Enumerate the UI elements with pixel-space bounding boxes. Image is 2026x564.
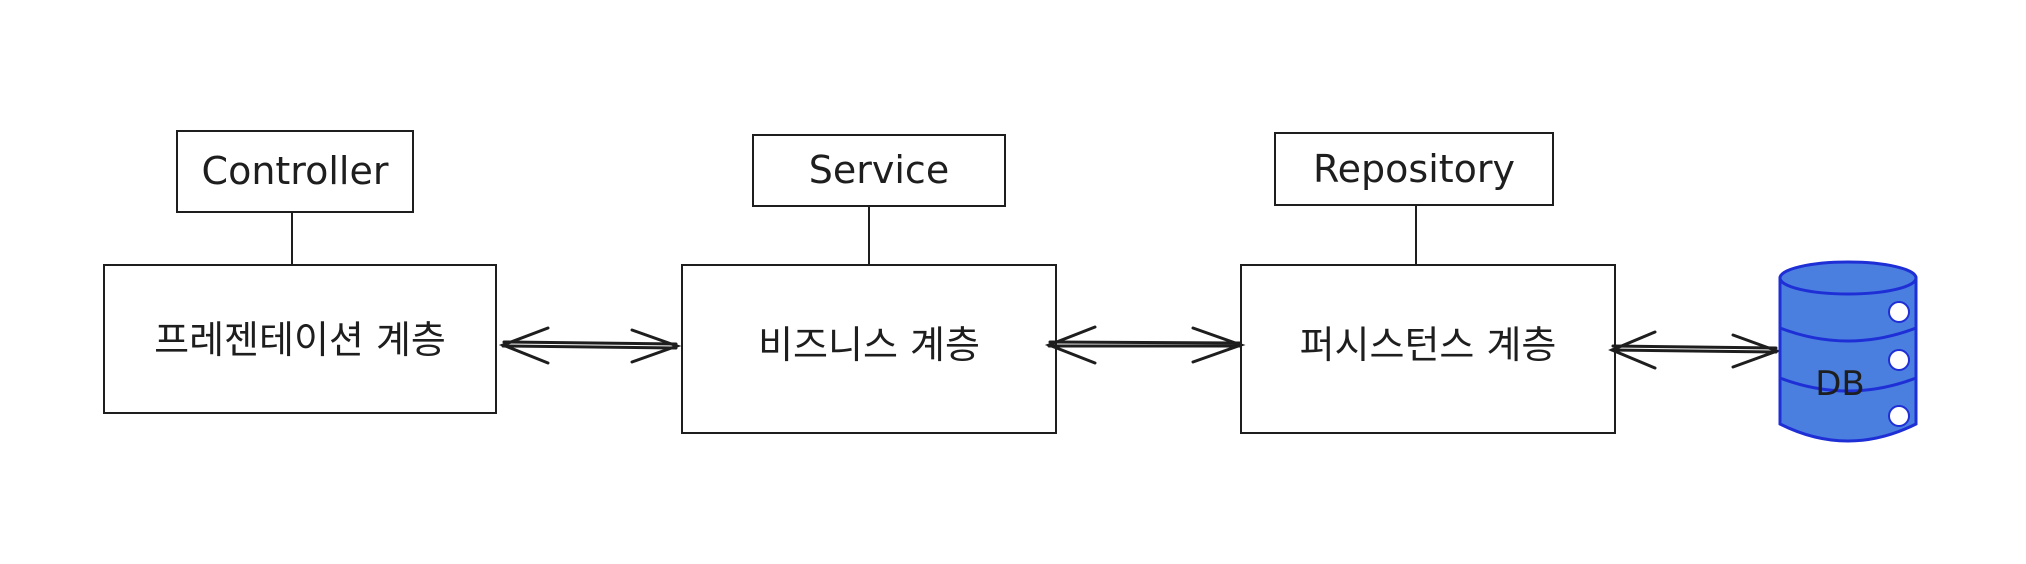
database-indicator-2 bbox=[1888, 349, 1910, 371]
business-layer-label: 비즈니스 계층 bbox=[758, 323, 980, 367]
persistence-layer-group: Repository 퍼시스턴스 계층 bbox=[1240, 132, 1616, 434]
controller-tag-label: Controller bbox=[202, 149, 389, 193]
repository-tag-box bbox=[1274, 132, 1554, 206]
presentation-layer-group: Controller 프레젠테이션 계층 bbox=[103, 130, 497, 414]
presentation-layer-box bbox=[103, 264, 497, 414]
repository-tag-label: Repository bbox=[1313, 147, 1515, 191]
database-cylinder: DB bbox=[1778, 260, 1918, 443]
database-band-1 bbox=[1779, 326, 1917, 343]
database-body bbox=[1778, 276, 1918, 443]
database-indicator-1 bbox=[1888, 301, 1910, 323]
persistence-layer-label: 퍼시스턴스 계층 bbox=[1300, 323, 1557, 367]
controller-tag-box bbox=[176, 130, 414, 213]
arrow-persistence-db bbox=[1608, 330, 1782, 370]
database-top bbox=[1778, 260, 1918, 296]
presentation-layer-label: 프레젠테이션 계층 bbox=[154, 318, 446, 362]
database-band-2 bbox=[1779, 376, 1917, 393]
database-indicator-3 bbox=[1888, 405, 1910, 427]
arrow-presentation-business bbox=[498, 326, 682, 365]
database-label: DB bbox=[1815, 364, 1865, 404]
service-tag-label: Service bbox=[809, 148, 949, 192]
service-tag-box bbox=[752, 134, 1006, 207]
arrow-business-persistence bbox=[1044, 325, 1246, 365]
business-layer-group: Service 비즈니스 계층 bbox=[681, 134, 1057, 434]
